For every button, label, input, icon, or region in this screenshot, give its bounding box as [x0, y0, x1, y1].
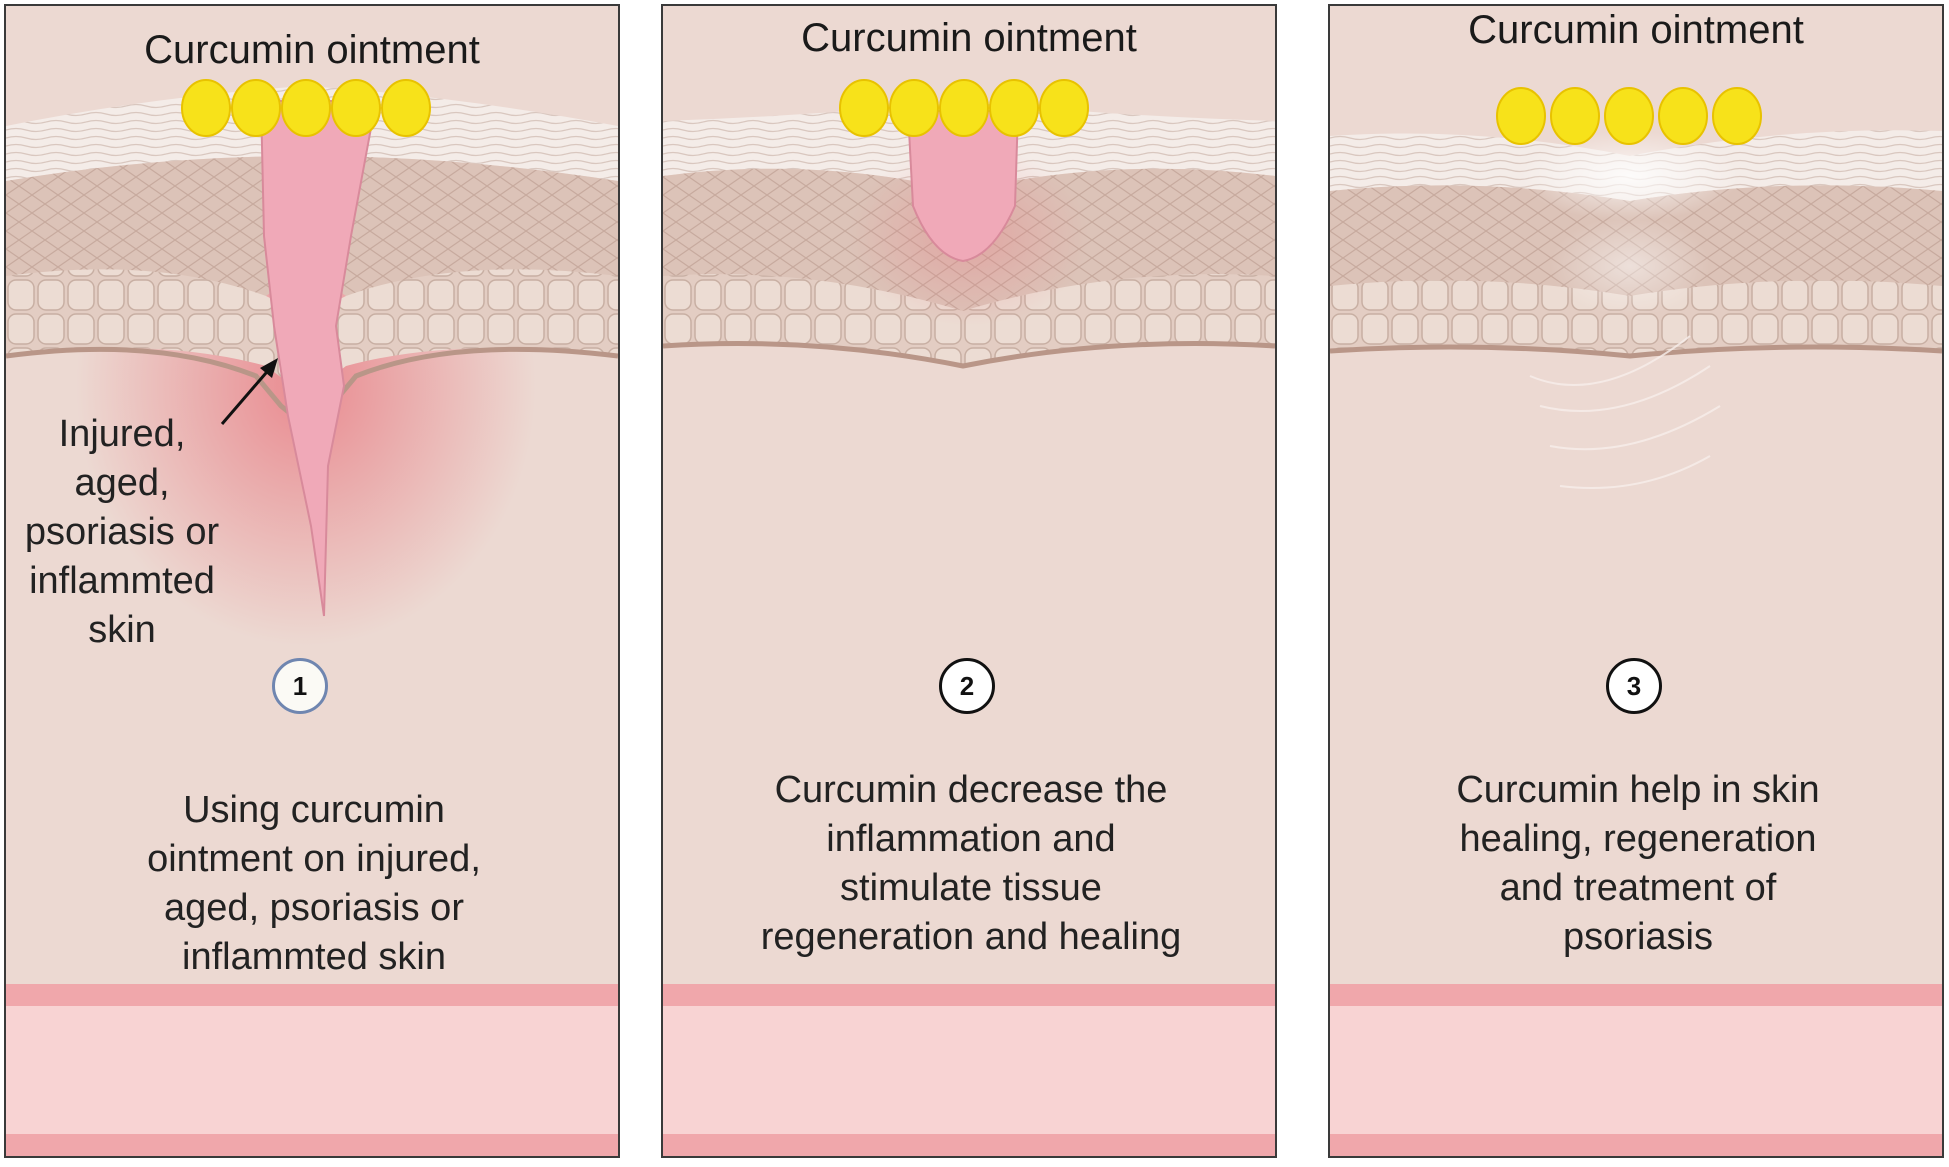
panel-1: Curcumin ointment Injured, aged, psorias…	[4, 4, 620, 1158]
skin-illustration-healing	[663, 101, 1275, 1156]
ointment-droplets	[1496, 87, 1762, 145]
panel-2: Curcumin ointment 2 Curcumin decrease th…	[661, 4, 1277, 1158]
ointment-title: Curcumin ointment	[801, 16, 1137, 60]
ointment-droplets	[181, 79, 431, 137]
wound-fissure	[259, 100, 378, 617]
step-3-caption: Curcumin help in skin healing, regenerat…	[1456, 769, 1820, 958]
skin-illustration-injured	[6, 86, 618, 1156]
step-2-caption: Curcumin decrease the inflammation and s…	[760, 769, 1182, 958]
ointment-title: Curcumin ointment	[1468, 8, 1804, 52]
ointment-droplets	[839, 79, 1089, 137]
healing-wound	[906, 110, 1020, 263]
step-1-badge: 1	[272, 658, 328, 714]
step-1-caption: Using curcumin ointment on injured, aged…	[147, 789, 481, 978]
ointment-title: Curcumin ointment	[144, 28, 480, 72]
panel-3: Curcumin ointment 3 Curcumin help in ski…	[1328, 4, 1944, 1158]
regenerating-fibers	[1529, 335, 1721, 489]
injured-skin-label: Injured, aged, psoriasis or inflammted s…	[24, 413, 220, 651]
pointer-arrow	[220, 358, 278, 425]
step-3-badge: 3	[1606, 658, 1662, 714]
step-2-badge: 2	[939, 658, 995, 714]
skin-illustration-healed	[1330, 130, 1942, 1156]
